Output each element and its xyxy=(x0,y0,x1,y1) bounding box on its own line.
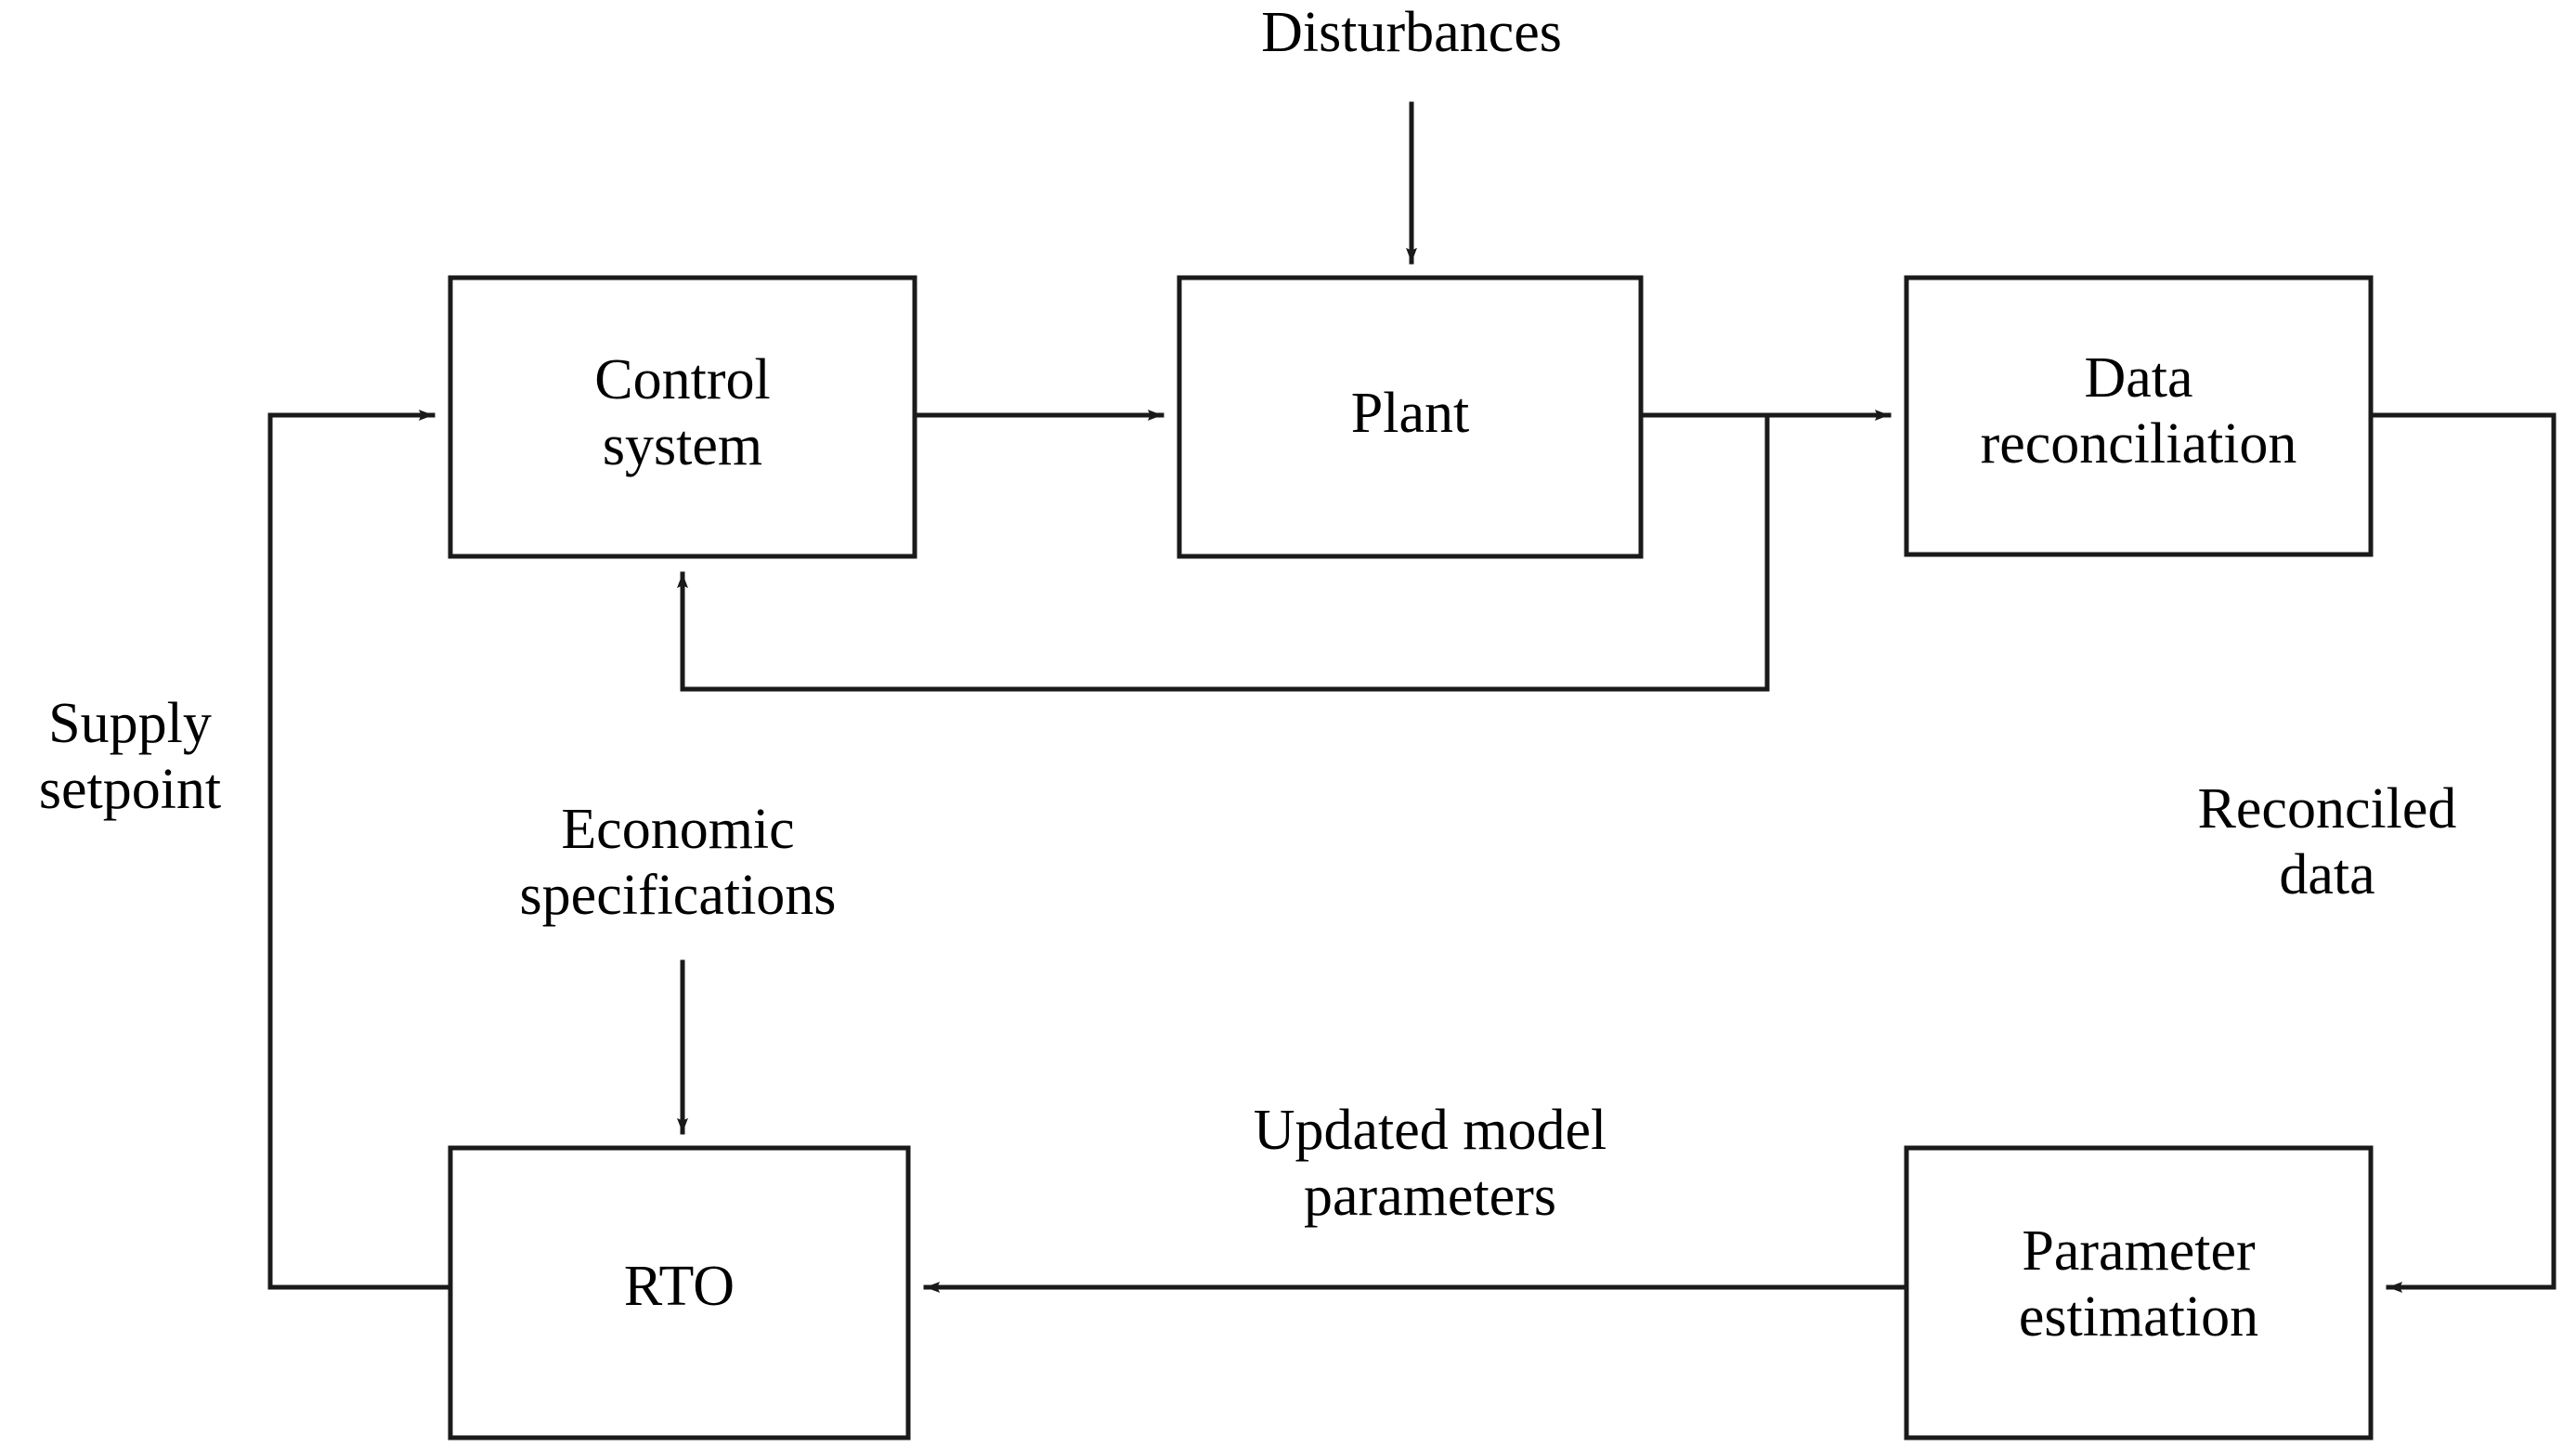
edge-label-economic-specifications: Economic specifications xyxy=(519,798,837,928)
block-plant-rect xyxy=(1177,275,1644,559)
edge-label-reconciled-data: Reconciled data xyxy=(2197,777,2457,907)
edge-label-supply-setpoint: Supply setpoint xyxy=(38,692,222,822)
block-parameter-estimation-rect xyxy=(1904,1145,2374,1440)
block-control-system-rect xyxy=(448,275,917,559)
edge-label-disturbances: Disturbances xyxy=(1261,1,1562,64)
connector-supply-setpoint xyxy=(267,410,453,1290)
block-rto-rect xyxy=(448,1145,911,1440)
connector-reconciled-data xyxy=(2368,412,2556,1293)
block-data-reconciliation-rect xyxy=(1904,275,2374,557)
edge-label-updated-model-parameters: Updated model parameters xyxy=(1253,1099,1607,1229)
connector-plant-feedback-to-control-system xyxy=(677,412,1770,692)
